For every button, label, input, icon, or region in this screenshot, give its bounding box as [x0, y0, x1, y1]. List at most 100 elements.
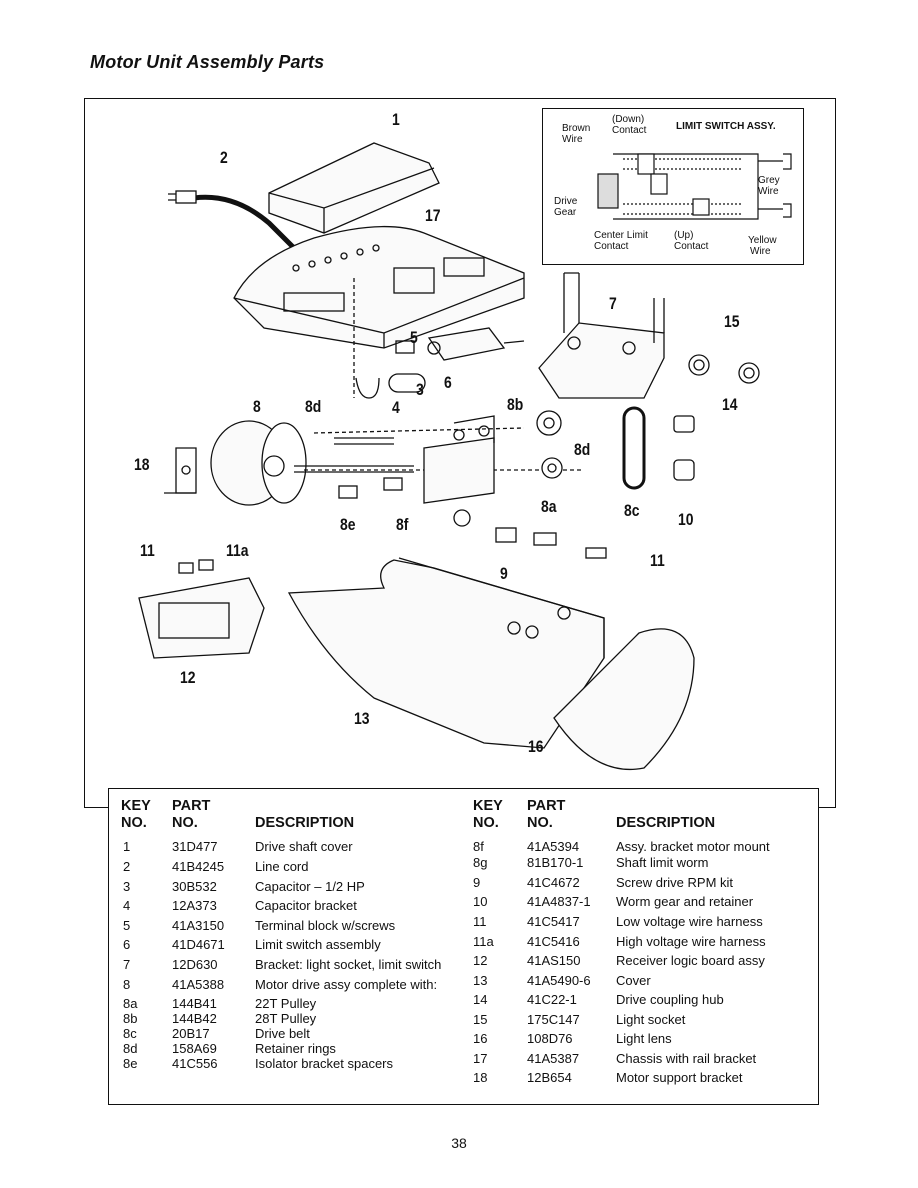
- cell-key: 8g: [473, 855, 488, 870]
- motor-mount-bracket: [423, 415, 495, 504]
- limit-switch-assembly: [427, 327, 525, 361]
- chassis: [233, 225, 525, 398]
- inset-label-center-contact: Contact: [594, 241, 629, 252]
- callout-7: 7: [609, 294, 617, 313]
- header-partno-left: NO.: [172, 815, 198, 831]
- cell-part: 41B4245: [172, 859, 225, 874]
- cell-key: 15: [473, 1012, 488, 1027]
- cell-part: 41C22-1: [527, 992, 577, 1007]
- cell-desc: High voltage wire harness: [616, 934, 766, 949]
- cell-desc: Motor drive assy complete with:: [255, 977, 438, 992]
- cell-key: 8b: [123, 1011, 138, 1026]
- page-title: Motor Unit Assembly Parts: [90, 52, 325, 72]
- inset-label-grey: Grey: [758, 175, 780, 186]
- inset-title: LIMIT SWITCH ASSY.: [676, 121, 776, 132]
- cover: [287, 557, 605, 749]
- cell-part: 175C147: [527, 1012, 580, 1027]
- cell-part: 41A4837-1: [527, 894, 591, 909]
- terminal-block: [395, 340, 415, 354]
- cell-key: 13: [473, 973, 488, 988]
- callout-8c: 8c: [624, 501, 640, 520]
- callout-17: 17: [425, 206, 441, 225]
- harness-11: [585, 547, 607, 559]
- worm-gear: [673, 459, 695, 481]
- cell-desc: Low voltage wire harness: [616, 914, 763, 929]
- cell-desc: Capacitor – 1/2 HP: [255, 879, 365, 894]
- callout-14: 14: [722, 395, 738, 414]
- receiver-logic-board: [138, 577, 265, 659]
- cell-key: 2: [123, 859, 131, 874]
- cell-part: 30B532: [172, 879, 217, 894]
- bracket-light-socket: [538, 272, 665, 399]
- cell-key: 8e: [123, 1056, 138, 1071]
- cell-desc: 28T Pulley: [255, 1011, 317, 1026]
- header-partno-right: NO.: [527, 815, 553, 831]
- cell-part: 41AS150: [527, 953, 581, 968]
- drive-belt: [622, 406, 646, 490]
- callout-10: 10: [678, 510, 694, 529]
- cell-key: 8c: [123, 1026, 137, 1041]
- cell-desc: Light socket: [616, 1012, 686, 1027]
- inset-label-up: (Up): [674, 230, 694, 241]
- cell-part: 158A69: [172, 1041, 217, 1056]
- header-key-left: KEY: [121, 798, 151, 814]
- cell-key: 8f: [473, 839, 484, 854]
- callout-12: 12: [180, 668, 196, 687]
- callout-11a: 11a: [226, 541, 249, 560]
- cell-key: 8d: [123, 1041, 138, 1056]
- cell-desc: Terminal block w/screws: [255, 918, 396, 933]
- callout-8d-lower: 8d: [574, 440, 591, 459]
- callout-16: 16: [528, 737, 544, 756]
- cell-desc: Drive belt: [255, 1026, 310, 1041]
- cell-key: 11: [473, 914, 487, 929]
- cell-part: 20B17: [172, 1026, 210, 1041]
- cell-key: 5: [123, 918, 131, 933]
- callout-8f: 8f: [396, 515, 409, 534]
- cell-part: 12B654: [527, 1070, 572, 1085]
- inset-label-center-limit: Center Limit: [594, 230, 648, 241]
- callout-3b: 3: [416, 380, 424, 399]
- cell-key: 3: [123, 879, 131, 894]
- cell-desc: Line cord: [255, 859, 309, 874]
- cell-key: 16: [473, 1031, 488, 1046]
- inset-label-grey-wire: Wire: [758, 186, 779, 197]
- header-no-right: NO.: [473, 815, 499, 831]
- cell-desc: Light lens: [616, 1031, 672, 1046]
- cell-desc: Capacitor bracket: [255, 898, 357, 913]
- spacer-1: [338, 485, 358, 499]
- light-lens: [553, 628, 695, 770]
- callout-11-left: 11: [140, 541, 155, 560]
- cell-desc: Chassis with rail bracket: [616, 1051, 757, 1066]
- cell-part: 41C5416: [527, 934, 580, 949]
- cell-desc: Drive coupling hub: [616, 992, 724, 1007]
- coupling-hub: [673, 415, 695, 433]
- motor-drive: [210, 420, 584, 506]
- pulleys: [536, 410, 563, 479]
- parts-table: KEY NO. PART NO. DESCRIPTION KEY NO. PAR…: [108, 788, 819, 1105]
- cell-part: 41D4671: [172, 937, 225, 952]
- header-desc-right: DESCRIPTION: [616, 815, 716, 831]
- cell-desc: Limit switch assembly: [255, 937, 381, 952]
- cell-key: 9: [473, 875, 481, 890]
- cell-part: 41C4672: [527, 875, 580, 890]
- cell-part: 41A5387: [527, 1051, 580, 1066]
- cell-part: 81B170-1: [527, 855, 584, 870]
- cell-key: 10: [473, 894, 488, 909]
- page-number: 38: [451, 1135, 467, 1151]
- cell-key: 1: [123, 839, 131, 854]
- limit-switch-detail: [597, 153, 792, 220]
- cell-desc: Bracket: light socket, limit switch: [255, 957, 442, 972]
- callout-18: 18: [134, 455, 150, 474]
- cell-key: 18: [473, 1070, 488, 1085]
- inset-label-drive: Drive: [554, 196, 578, 207]
- cell-desc: Screw drive RPM kit: [616, 875, 734, 890]
- cell-part: 12D630: [172, 957, 218, 972]
- rpm-wheel: [453, 509, 471, 527]
- inset-label-up-contact: Contact: [674, 241, 709, 252]
- cell-part: 41A5490-6: [527, 973, 591, 988]
- cell-part: 108D76: [527, 1031, 573, 1046]
- cell-part: 12A373: [172, 898, 217, 913]
- cell-key: 8: [123, 977, 131, 992]
- harness-plug-11a: [198, 559, 214, 571]
- callout-8d: 8d: [305, 397, 322, 416]
